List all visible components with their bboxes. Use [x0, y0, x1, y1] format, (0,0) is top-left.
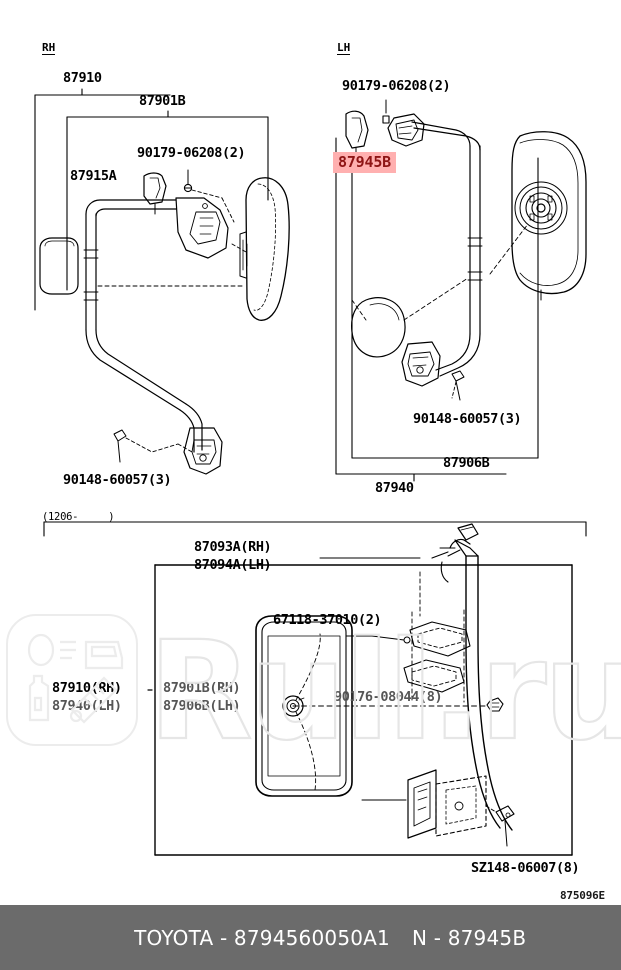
label-87940-lh: 87940(LH)	[52, 698, 122, 714]
label-90176: 90176-08044(8)	[334, 689, 443, 705]
lh-side-label: LH	[337, 41, 351, 55]
diagram-canvas: Rull.ru RH 87910 87901B 90179-06208(	[6, 41, 621, 902]
diagram-code: 875096E	[560, 889, 605, 902]
lh-callout-brackets	[335, 137, 539, 482]
rh-side-label: RH	[42, 41, 56, 55]
lh-cover-87945b	[345, 110, 369, 159]
lh-bolt-90148	[451, 370, 465, 401]
rh-screw-90179	[183, 169, 235, 223]
footer-highlighted-part: 87945B	[447, 925, 527, 950]
footer-marker-separator: -	[433, 925, 442, 950]
lh-mirror-head	[511, 131, 587, 301]
label-87915a: 87915A	[70, 168, 117, 184]
footer-bar: TOYOTA - 8794560050A1 N - 87945B	[0, 905, 621, 970]
bottom-section-frame	[43, 521, 587, 856]
label-date-range: (1206- )	[42, 511, 115, 523]
bottom-mirror-head	[255, 615, 353, 797]
lh-screw-90179	[382, 99, 390, 124]
bottom-lower-bracket	[361, 769, 515, 847]
label-87940: 87940	[375, 480, 414, 496]
lh-upper-bracket	[387, 113, 425, 147]
label-sz148: SZ148-06007(8)	[471, 860, 580, 876]
label-87901b-rh: 87901B(RH)	[163, 680, 241, 696]
rh-bolt-90148	[113, 429, 193, 463]
footer-brand: TOYOTA	[134, 925, 214, 950]
label-90179-lh: 90179-06208(2)	[342, 78, 451, 94]
label-87901b: 87901B	[139, 93, 186, 109]
footer-part-number: 8794560050A1	[233, 925, 390, 950]
label-90179-rh: 90179-06208(2)	[137, 145, 246, 161]
lh-mirror-arm	[411, 121, 483, 377]
label-87093a-rh: 87093A(RH)	[194, 539, 272, 555]
label-87910-rh: 87910(RH)	[52, 680, 122, 696]
label-87094a-lh: 87094A(LH)	[194, 557, 272, 573]
footer-caption: TOYOTA - 8794560050A1 N - 87945B	[95, 902, 527, 970]
label-87945b-highlighted[interactable]: 87945B	[333, 152, 396, 173]
label-90148-rh: 90148-60057(3)	[63, 472, 172, 488]
footer-marker: N	[411, 925, 428, 950]
bottom-clip-assembly	[292, 609, 504, 712]
label-87906b: 87906B	[443, 455, 490, 471]
label-67118: 67118-37010(2)	[273, 612, 382, 628]
label-87906b-lh: 87906B(LH)	[163, 698, 241, 714]
rh-callout-brackets	[34, 88, 269, 311]
rh-mirror-arm	[83, 199, 203, 453]
rh-cover-87915a	[143, 172, 167, 215]
technical-line-art	[34, 88, 587, 856]
bottom-mirror-arm	[431, 523, 513, 831]
footer-separator: -	[219, 925, 228, 950]
lh-sub-mirror	[351, 297, 406, 358]
label-87910: 87910	[63, 70, 102, 86]
label-90148-lh: 90148-60057(3)	[413, 411, 522, 427]
rh-mirror-head	[239, 177, 290, 321]
rh-upper-bracket	[175, 197, 229, 259]
rh-sub-mirror	[39, 237, 79, 295]
lh-lower-bracket	[401, 341, 441, 387]
